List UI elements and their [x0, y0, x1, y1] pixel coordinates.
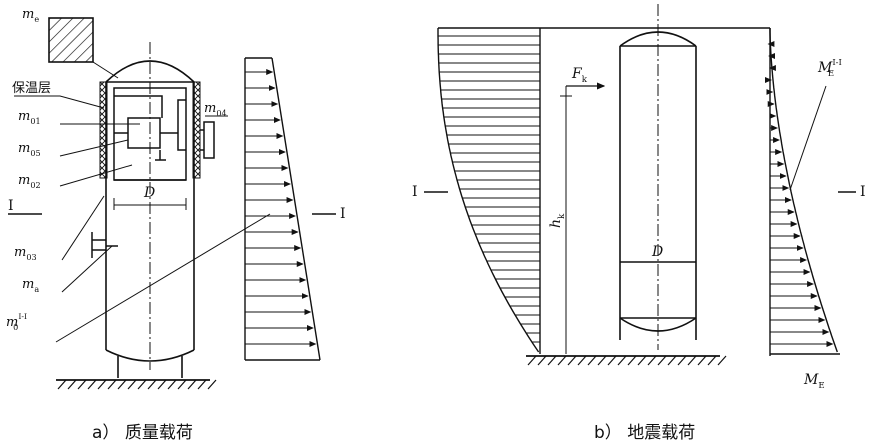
- label-h-k: hk: [548, 213, 567, 228]
- label-m-02: m02: [18, 173, 41, 190]
- diameter-label-b: D: [651, 244, 663, 260]
- label-m-e: ME: [803, 372, 825, 391]
- label-m-e: me: [22, 7, 39, 24]
- section-label-b-right: I: [860, 184, 866, 200]
- caption-a: a） 质量载荷: [92, 423, 193, 443]
- seismic-force-distribution: [437, 28, 540, 353]
- diameter-label-a: D: [143, 185, 155, 201]
- moment-distribution: [765, 28, 840, 356]
- nozzle-04: [200, 121, 215, 159]
- ground-hatch-b: [527, 355, 727, 366]
- section-label-a-right: I: [340, 206, 346, 222]
- label-m-03: m03: [14, 245, 37, 262]
- ground-hatch-a: [57, 379, 217, 390]
- label-m-04: m04: [204, 101, 227, 118]
- leader-lines-a: [14, 95, 228, 293]
- label-m-01: m01: [18, 109, 41, 126]
- nozzle-03: [91, 232, 106, 258]
- insulation-label: 保温层: [12, 81, 51, 96]
- section-label-a-left: I: [8, 198, 14, 214]
- insulation-layer-left: [99, 81, 108, 179]
- caption-b: b） 地震载荷: [594, 423, 695, 443]
- label-f-k: Fk: [571, 66, 588, 85]
- insulation-layer-right: [192, 81, 201, 179]
- mass-load-distribution: [244, 57, 321, 361]
- section-label-b-left: I: [412, 184, 418, 200]
- figure-a-mass-load: D I I 保温层 me m01 m05 m02 m03 ma mI-I0 m04 a） 质量…: [6, 7, 346, 443]
- label-m-a: ma: [22, 277, 39, 294]
- label-m-05: m05: [18, 141, 41, 158]
- external-mass-block: [48, 17, 94, 63]
